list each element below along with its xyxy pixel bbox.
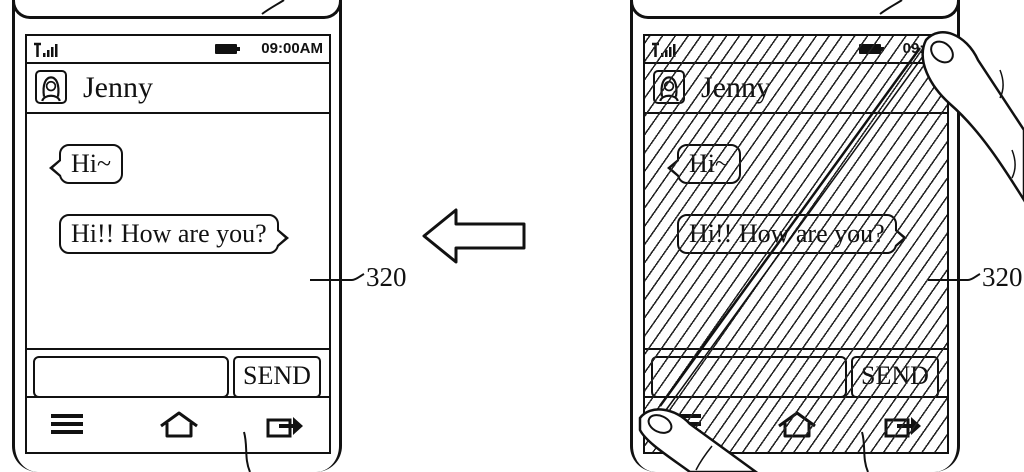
status-time: 09:00AM [261, 40, 323, 57]
message-input[interactable] [33, 356, 229, 398]
menu-icon[interactable] [49, 410, 85, 438]
avatar[interactable] [35, 70, 67, 104]
compose-row: SEND [645, 348, 947, 400]
contact-header: Jenny [27, 64, 329, 114]
share-icon[interactable] [265, 410, 305, 440]
battery-icon [215, 44, 240, 54]
received-message-bubble: Hi~ [666, 144, 742, 184]
contact-name: Jenny [83, 71, 153, 104]
navigation-bar [27, 396, 329, 452]
right-screen: 09:00 Jenny Hi~ Hi!! How are you? [643, 34, 949, 454]
signal-icon [652, 42, 676, 57]
right-device: 09:00 Jenny Hi~ Hi!! How are you? [630, 0, 960, 472]
reference-label-left: 320 [366, 262, 407, 292]
avatar[interactable] [653, 70, 685, 104]
signal-icon [34, 42, 58, 57]
left-device: 09:00AM Jenny Hi~ Hi!! How are you? [12, 0, 342, 472]
status-bar: 09:00AM [27, 36, 329, 64]
status-time: 09:00 [902, 40, 941, 57]
sent-message-text: Hi!! How are you? [71, 219, 267, 248]
received-message-text: Hi~ [689, 149, 730, 178]
received-message-text: Hi~ [71, 149, 112, 178]
left-screen: 09:00AM Jenny Hi~ Hi!! How are you? [25, 34, 331, 454]
sent-message-bubble: Hi!! How are you? [677, 214, 907, 254]
reference-label-right: 320 [982, 262, 1023, 292]
send-button[interactable]: SEND [851, 356, 939, 398]
navigation-bar [645, 396, 947, 452]
status-bar: 09:00 [645, 36, 947, 64]
contact-header: Jenny [645, 64, 947, 114]
sent-message-text: Hi!! How are you? [689, 219, 885, 248]
device-top-edge [630, 0, 960, 19]
device-top-edge [12, 0, 342, 19]
received-message-bubble: Hi~ [48, 144, 124, 184]
home-icon[interactable] [157, 410, 201, 440]
message-input[interactable] [651, 356, 847, 398]
home-icon[interactable] [775, 410, 819, 440]
battery-icon [859, 44, 884, 54]
contact-name: Jenny [701, 71, 771, 104]
share-icon[interactable] [883, 410, 923, 440]
send-button[interactable]: SEND [233, 356, 321, 398]
menu-icon[interactable] [667, 410, 703, 438]
compose-row: SEND [27, 348, 329, 400]
sent-message-bubble: Hi!! How are you? [59, 214, 289, 254]
arrow-left-icon [422, 208, 526, 264]
